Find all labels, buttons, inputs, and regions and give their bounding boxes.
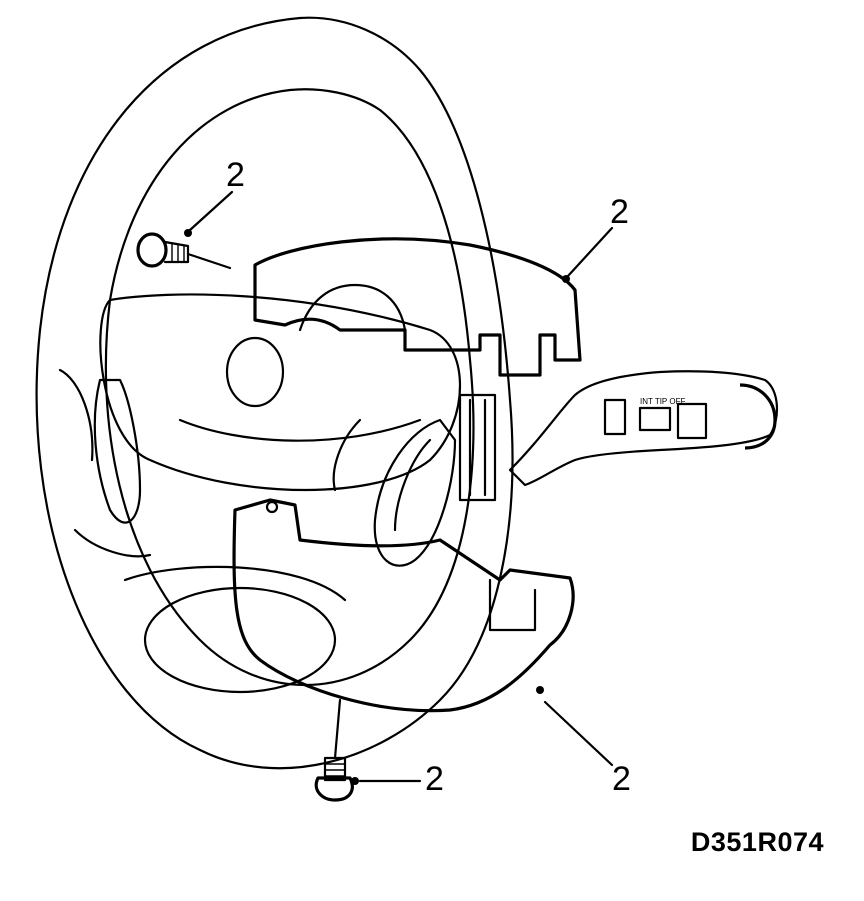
callout-upper-shroud: 2 [610,193,629,231]
screw-bottom [314,698,354,802]
screw-upper-left [136,232,232,270]
leader-lines [184,190,614,785]
wiper-stalk: INT TIP OFF [458,370,779,502]
lower-shroud [232,498,575,713]
upper-shroud [253,237,582,377]
callout-screw-upper-left: 2 [226,156,245,194]
drawing-id: D351R074 [690,827,824,857]
callout-lower-shroud: 2 [612,760,631,798]
svg-text:INT TIP OFF: INT TIP OFF [640,397,685,406]
callout-screw-bottom: 2 [425,760,444,798]
steering-wheel [35,16,514,770]
